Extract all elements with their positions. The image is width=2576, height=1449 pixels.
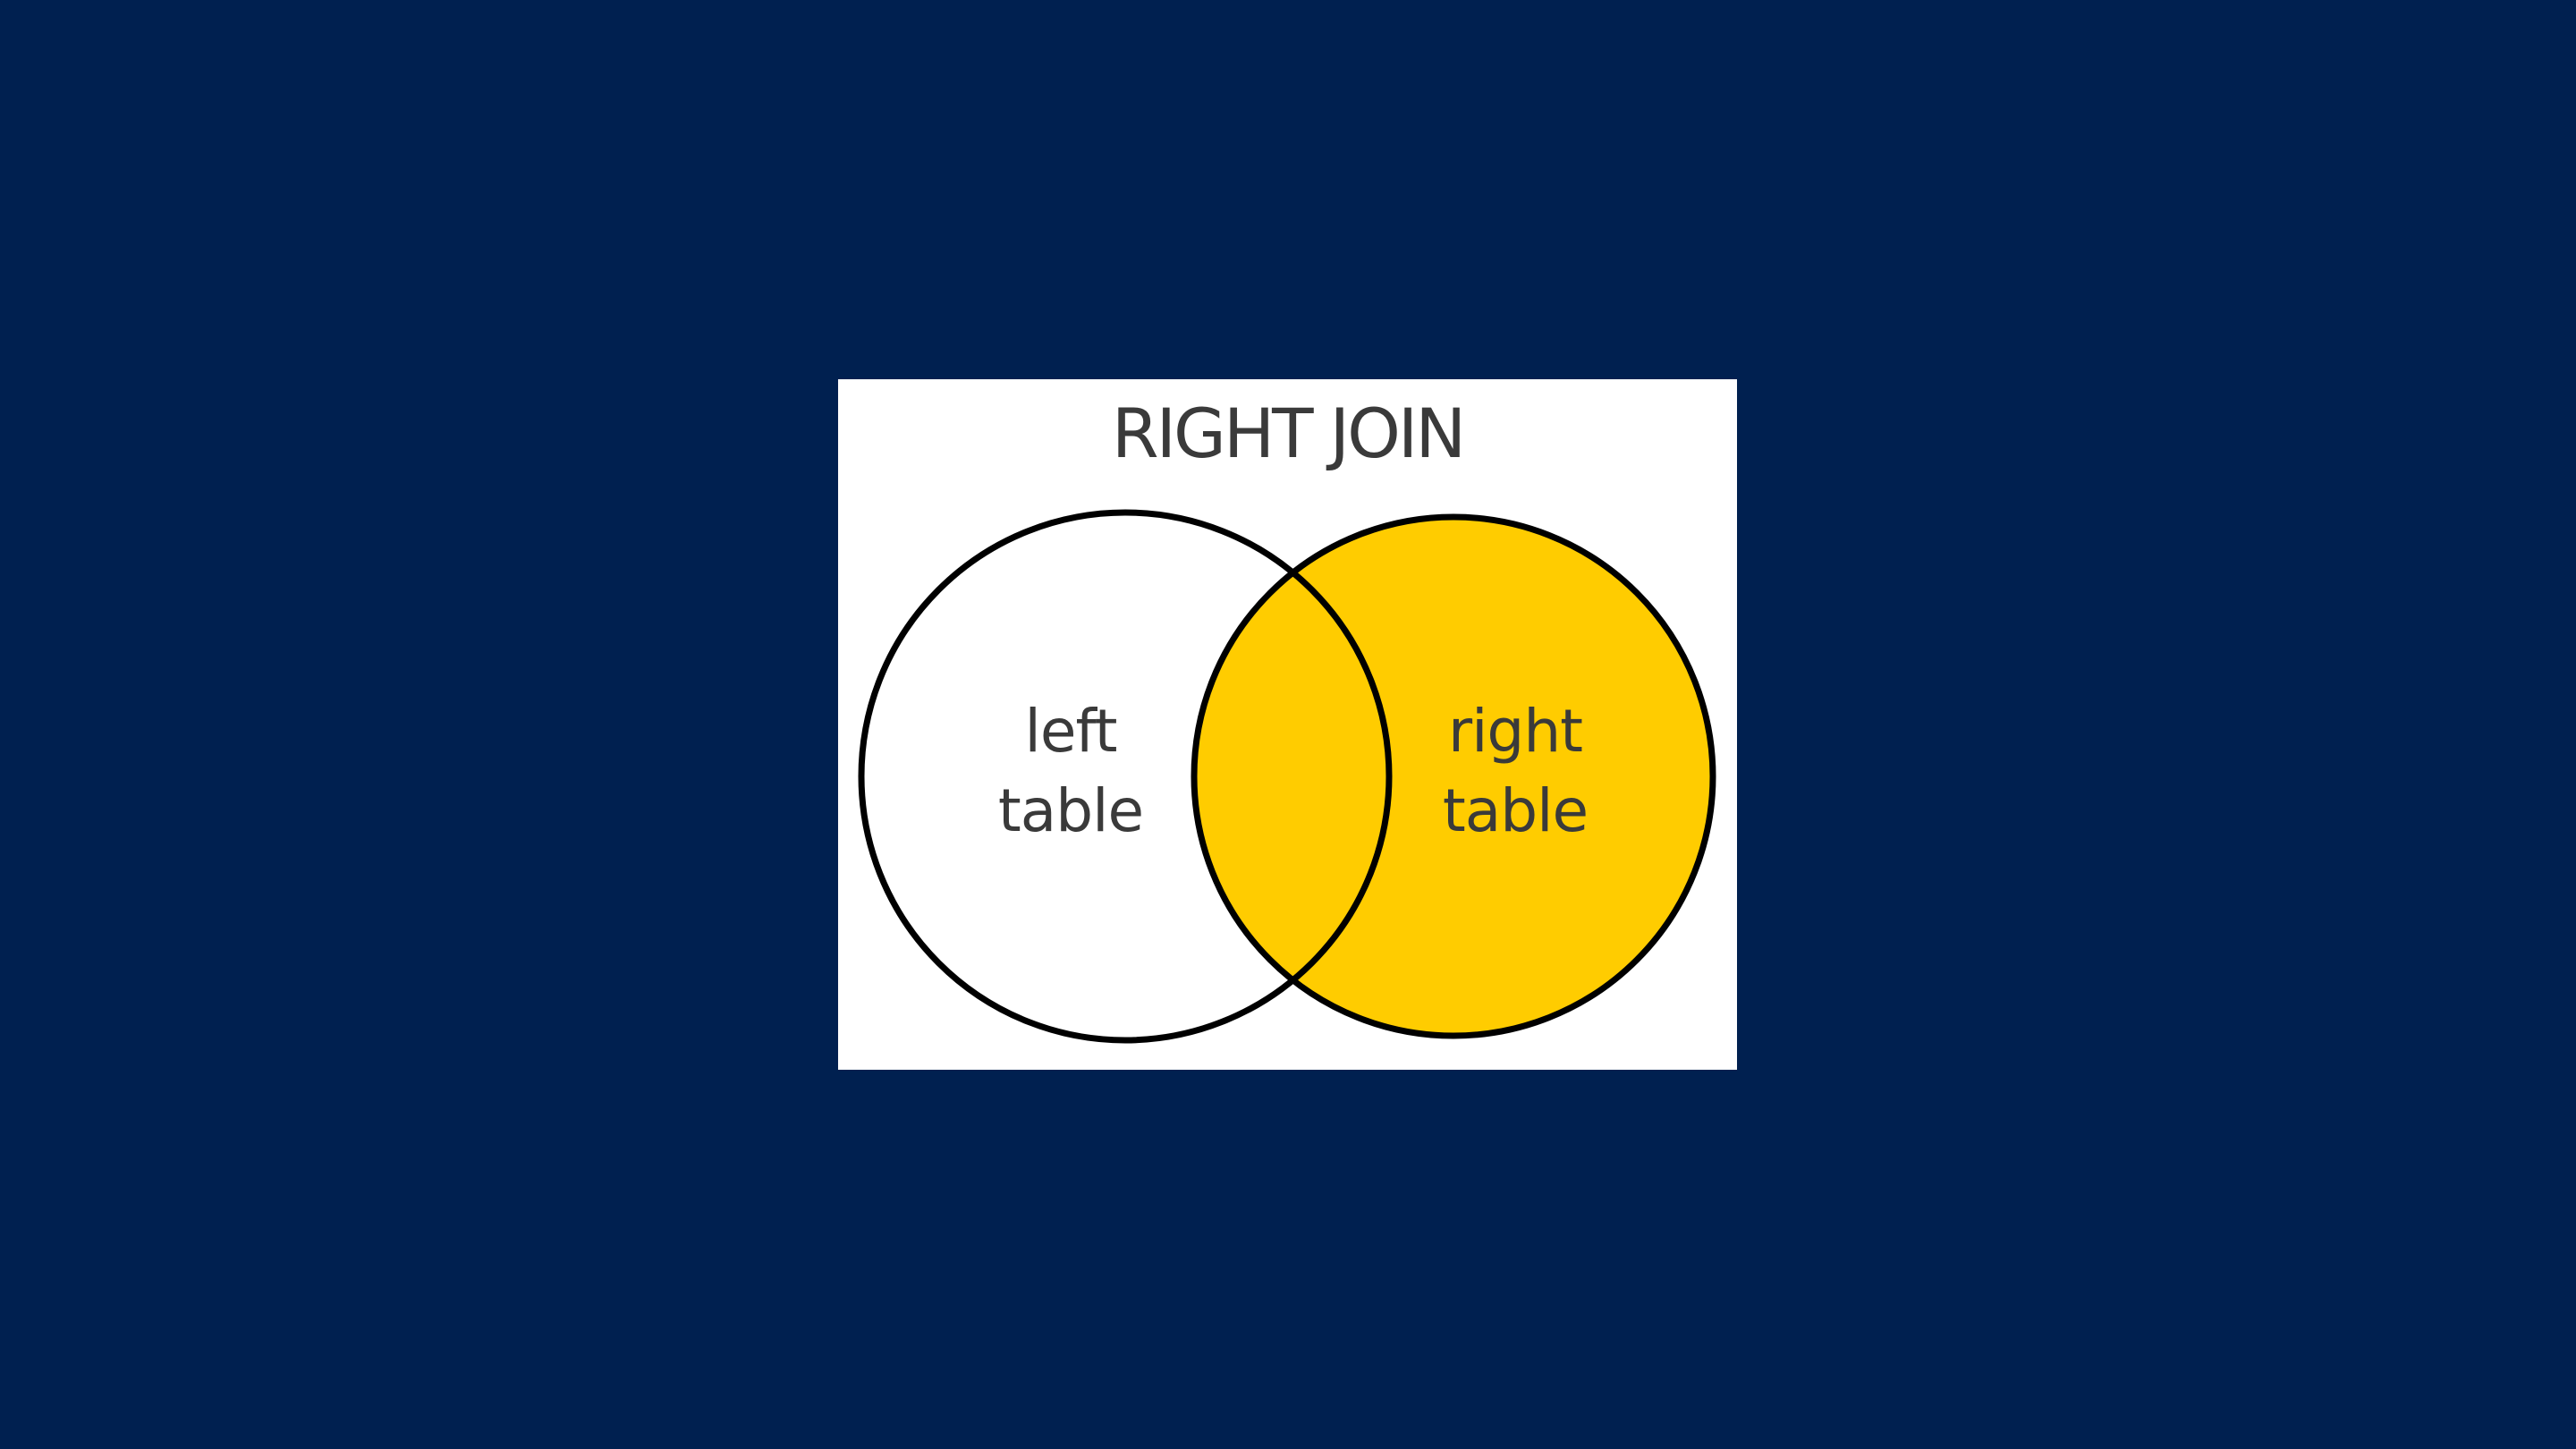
diagram-title: RIGHT JOIN — [1111, 394, 1466, 473]
left-set-label-line1: left — [1025, 697, 1117, 766]
right-set-label-line1: right — [1448, 697, 1582, 766]
left-set-outline — [858, 509, 1393, 1044]
right-set-outline — [1191, 513, 1716, 1039]
venn-diagram-card: RIGHT JOIN left table right table — [838, 379, 1737, 1070]
venn-diagram: left table right table — [858, 509, 1716, 1044]
left-set-label-line2: table — [998, 776, 1143, 845]
right-set-label-line2: table — [1443, 776, 1588, 845]
intersection-region — [1194, 517, 1389, 1036]
